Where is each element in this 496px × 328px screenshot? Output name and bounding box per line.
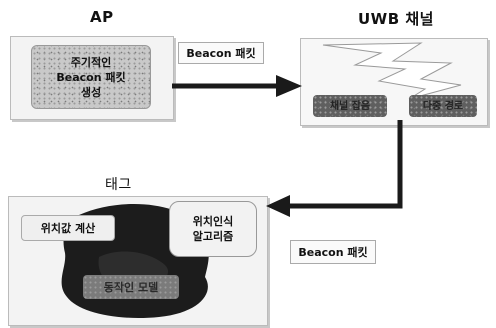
tag-title: 태그	[105, 174, 132, 194]
channel-noise-box: 채널 잡음	[313, 95, 387, 117]
algo-line-1: 위치인식	[193, 214, 233, 229]
multipath-box: 다중 경로	[409, 95, 477, 117]
motion-model-box: 동작인 모델	[83, 275, 179, 299]
algo-line-2: 알고리즘	[193, 229, 233, 244]
ap-panel: 주기적인 Beacon 패킷 생성	[10, 36, 174, 120]
bottom-beacon-packet-label: Beacon 패킷	[290, 240, 376, 264]
tag-panel: 위치값 계산 위치인식 알고리즘 동작인 모델	[8, 196, 268, 326]
ap-to-uwb-arrow	[170, 72, 310, 102]
periodic-beacon-generation-box: 주기적인 Beacon 패킷 생성	[31, 45, 151, 109]
localization-algorithm-box: 위치인식 알고리즘	[169, 201, 257, 257]
ap-title: AP	[90, 8, 114, 26]
ap-box-line-3: 생성	[81, 85, 101, 100]
top-beacon-packet-label: Beacon 패킷	[178, 42, 264, 64]
position-calc-box: 위치값 계산	[21, 215, 115, 241]
uwb-to-tag-arrow	[262, 118, 492, 228]
uwb-channel-panel: 채널 잡음 다중 경로	[300, 38, 488, 126]
ap-box-line-1: 주기적인	[71, 55, 111, 70]
uwb-channel-title: UWB 채널	[358, 8, 434, 29]
ap-box-line-2: Beacon 패킷	[56, 70, 125, 85]
